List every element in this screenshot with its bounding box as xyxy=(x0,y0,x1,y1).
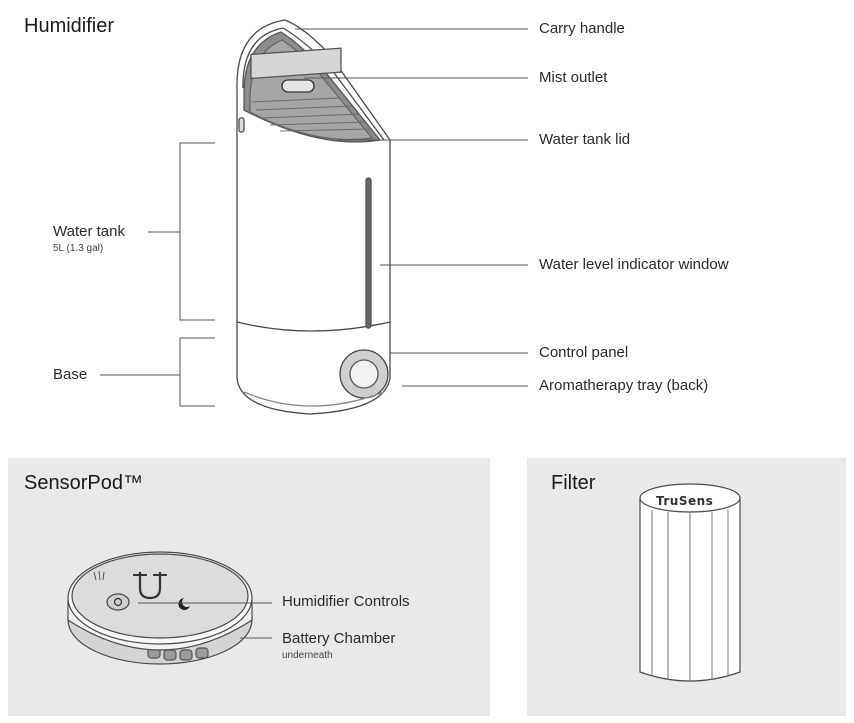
label-carry-handle: Carry handle xyxy=(539,20,625,37)
sensorpod-illustration xyxy=(67,551,253,665)
label-water-level-window: Water level indicator window xyxy=(539,256,729,273)
label-water-tank-capacity: 5L (1.3 gal) xyxy=(53,243,104,254)
humidifier-leader-lines xyxy=(100,28,528,407)
label-control-panel: Control panel xyxy=(539,344,629,361)
label-water-tank-lid: Water tank lid xyxy=(539,131,631,148)
label-battery-chamber: Battery Chamber xyxy=(282,630,396,647)
label-water-tank: Water tank xyxy=(53,223,125,240)
filter-illustration xyxy=(639,483,741,682)
sensorpod-leader-lines xyxy=(138,602,272,639)
filter-brand-logo: TruSens xyxy=(656,494,714,508)
label-aromatherapy-tray: Aromatherapy tray (back) xyxy=(539,377,709,394)
humidifier-illustration xyxy=(236,19,391,415)
label-mist-outlet: Mist outlet xyxy=(539,69,608,86)
label-battery-chamber-note: underneath xyxy=(282,650,333,661)
humidifier-title: Humidifier xyxy=(24,15,115,37)
label-base: Base xyxy=(53,366,88,383)
sensorpod-title: SensorPod™ xyxy=(24,472,143,494)
filter-title: Filter xyxy=(551,472,596,494)
label-humidifier-controls: Humidifier Controls xyxy=(282,593,410,610)
